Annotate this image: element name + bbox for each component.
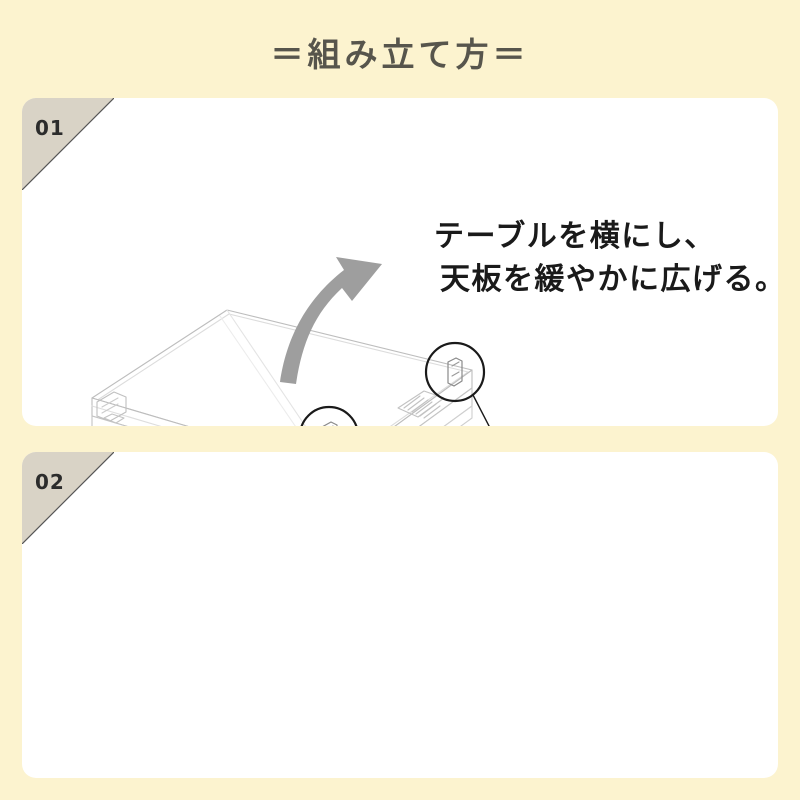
motion-arrow-icon — [280, 257, 382, 384]
step-number-02: 02 — [35, 470, 65, 494]
step-headline-01: テーブルを横にし、 天板を緩やかに広げる。 — [434, 216, 778, 301]
step-card-02: 02 脚フレームを起こし、 開脚部をロック 確実にロックする （4か所） — [22, 452, 778, 778]
step-number-01: 01 — [35, 116, 65, 140]
corner-triangle-edge — [22, 452, 114, 544]
step-badge-01: 01 — [22, 98, 114, 190]
step-card-01: 01 テーブルを横にし、 天板を緩やかに広げる。 ストッパーを解除 — [22, 98, 778, 426]
page-title: ＝組み立て方＝ — [270, 35, 530, 74]
corner-triangle-edge — [22, 98, 114, 190]
step-headline-01-line1: テーブルを横にし、 — [434, 219, 716, 254]
callout-circle-stopper-2 — [424, 341, 486, 403]
folded-table-illustration — [91, 257, 490, 426]
step-headline-01-line2: 天板を緩やかに広げる。 — [440, 261, 778, 297]
step-badge-02: 02 — [22, 452, 114, 544]
callout-leader-lines — [472, 394, 490, 426]
callout-circle-stopper-1 — [300, 405, 358, 426]
